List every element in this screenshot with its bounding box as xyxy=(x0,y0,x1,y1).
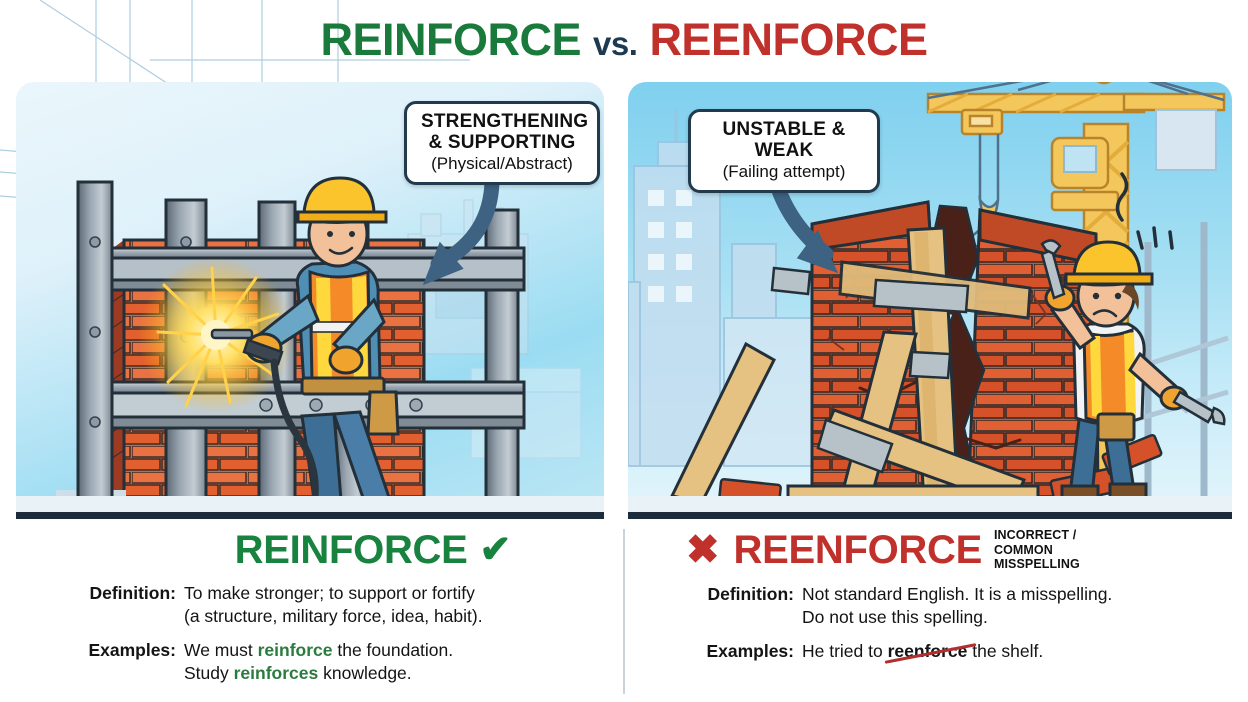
badge-line-2: COMMON xyxy=(993,542,1053,557)
right-definition-line-2: Do not use this spelling. xyxy=(802,607,988,628)
left-example-2-before: Study xyxy=(184,662,234,683)
left-callout-line3: (Physical/Abstract) xyxy=(431,153,573,173)
right-definition-line-1: Not standard English. It is a misspellin… xyxy=(802,584,1113,604)
vertical-divider xyxy=(623,529,625,694)
left-example-2-highlight: reinforces xyxy=(233,662,319,683)
right-examples-body: He tried to reenforce the shelf. xyxy=(802,640,1044,664)
left-callout-line2: & SUPPORTING xyxy=(428,132,576,154)
left-verdict-row: REINFORCE ✔ xyxy=(68,527,588,572)
right-illustration-panel xyxy=(628,82,1232,519)
right-callout-line1: UNSTABLE & WEAK xyxy=(722,119,846,162)
cross-mark-icon: ✖ xyxy=(686,528,720,572)
right-ground-strip xyxy=(628,496,1232,512)
worried-worker-figure xyxy=(1040,226,1226,502)
right-definition-row: Definition: Not standard English. It is … xyxy=(686,583,1231,630)
left-examples-label: Examples: xyxy=(88,639,176,660)
left-definition-line-2: (a structure, military force, idea, habi… xyxy=(184,606,483,627)
title-connector: vs. xyxy=(593,25,638,62)
left-callout: STRENGTHENING & SUPPORTING (Physical/Abs… xyxy=(404,101,600,185)
illustration-panels: STRENGTHENING & SUPPORTING (Physical/Abs… xyxy=(0,82,1248,519)
title-left-word: REINFORCE xyxy=(320,14,582,65)
right-examples-row: Examples: He tried to reenforce the shel… xyxy=(686,640,1231,664)
left-example-1-after: the foundation. xyxy=(332,639,454,660)
left-verdict-block: REINFORCE ✔ Definition: To make stronger… xyxy=(68,527,588,685)
left-definition-row: Definition: To make stronger; to support… xyxy=(68,582,588,629)
bottom-text-area: REINFORCE ✔ Definition: To make stronger… xyxy=(0,519,1248,702)
right-ground-line xyxy=(628,512,1232,519)
left-definitions: Definition: To make stronger; to support… xyxy=(68,582,588,685)
left-example-1-before: We must xyxy=(184,639,258,660)
left-ground-strip xyxy=(16,496,604,512)
left-examples-row: Examples: We must reinforce the foundati… xyxy=(68,639,588,686)
left-example-1-highlight: reinforce xyxy=(257,639,333,660)
badge-line-1: INCORRECT / xyxy=(993,527,1077,542)
left-ground-line xyxy=(16,512,604,519)
right-verdict-row: ✖ REENFORCE INCORRECT / COMMON MISSPELLI… xyxy=(686,527,1231,573)
right-verdict-block: ✖ REENFORCE INCORRECT / COMMON MISSPELLI… xyxy=(686,527,1231,664)
left-definition-label: Definition: xyxy=(89,583,176,603)
left-illustration-panel xyxy=(16,82,604,519)
right-verdict-word: REENFORCE xyxy=(733,528,983,572)
left-callout-line1: STRENGTHENING xyxy=(421,111,589,132)
right-definition-label: Definition: xyxy=(707,584,794,604)
right-example-1-strikethrough: reenforce xyxy=(884,640,976,664)
left-examples-body: We must reinforce the foundation. Study … xyxy=(184,639,453,686)
right-example-1-after: the shelf. xyxy=(967,640,1044,661)
welder-figure xyxy=(210,176,408,519)
right-definition-body: Not standard English. It is a misspellin… xyxy=(802,583,1112,630)
title-right-word: REENFORCE xyxy=(649,14,928,65)
right-example-1-before: He tried to xyxy=(802,640,888,661)
left-definition-line-1: To make stronger; to support or fortify xyxy=(184,583,475,603)
right-scene xyxy=(628,82,1229,509)
left-callout-arrow xyxy=(422,178,500,286)
left-verdict-word: REINFORCE xyxy=(234,527,468,572)
left-example-2-after: knowledge. xyxy=(318,662,412,683)
page-title: REINFORCE vs. REENFORCE xyxy=(0,14,1248,66)
badge-line-3: MISSPELLING xyxy=(993,557,1080,572)
left-definition-body: To make stronger; to support or fortify … xyxy=(184,582,483,629)
left-scene xyxy=(56,176,582,519)
right-callout: UNSTABLE & WEAK (Failing attempt) xyxy=(688,109,880,193)
right-examples-label: Examples: xyxy=(706,640,794,661)
right-callout-line2: (Failing attempt) xyxy=(722,161,846,181)
right-definitions: Definition: Not standard English. It is … xyxy=(686,583,1231,664)
check-mark-icon: ✔ xyxy=(479,529,512,571)
status-badge: INCORRECT / COMMON MISSPELLING xyxy=(994,528,1080,572)
